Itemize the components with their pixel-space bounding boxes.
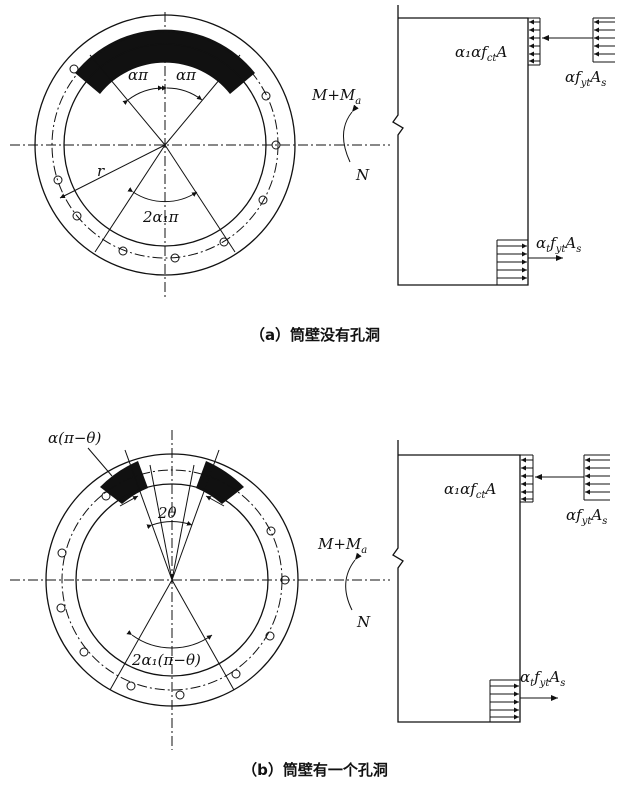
caption-b: （b）筒壁有一个孔洞 [242,761,388,779]
tension-block-b [489,679,558,722]
figure-a: απ απ r 2α₁π M+Ma N [10,5,615,344]
angle-label-a-left: απ [128,66,149,84]
axial-label-a: N [355,166,370,184]
angle-label-b-bottom: 2α₁(π−θ) [131,651,201,669]
tension-block-a [496,239,563,285]
force-label-b-rebar-comp: αfytAs [566,506,607,527]
moment-label-b: M+Ma [317,535,367,556]
section-outline-b [392,440,521,723]
compression-block-b [520,454,534,503]
compression-zone-b-right [196,461,244,504]
compression-zone-b-left [100,461,148,504]
inner-wall-a [63,43,267,247]
force-label-b-rebar-tension: αtfytAs [520,668,565,689]
rebar-circle-b [61,469,283,691]
force-label-a-rebar-comp: αfytAs [565,68,606,89]
rebars-b [56,491,290,700]
rebar-circle-a [51,31,279,259]
section-outline-a [392,5,529,286]
rebar-block-a [542,17,615,63]
outer-wall-a [34,14,296,276]
compression-block-a [528,17,541,66]
angle-label-a-bottom: 2α₁π [142,208,180,226]
figure-b: α(π−θ) 2θ 2α₁(π−θ) M+Ma N [10,429,610,779]
force-label-b-concrete: α₁αfctA [444,480,496,501]
angle-label-b-opening: 2θ [157,504,177,522]
angle-label-b-top: α(π−θ) [48,429,101,447]
rebars-a [53,64,281,263]
force-label-a-rebar-tension: αtfytAs [536,234,581,255]
force-label-a-concrete: α₁αfctA [455,43,507,64]
radius-label-a: r [97,162,105,180]
angle-label-a-right: απ [176,66,197,84]
rebar-block-b [535,454,610,501]
inner-wall-b [75,483,269,677]
axial-label-b: N [356,613,371,631]
compression-zone-a [75,29,255,94]
moment-label-a: M+Ma [311,86,361,107]
outer-wall-b [45,453,299,707]
caption-a: （a）筒壁没有孔洞 [250,326,380,344]
